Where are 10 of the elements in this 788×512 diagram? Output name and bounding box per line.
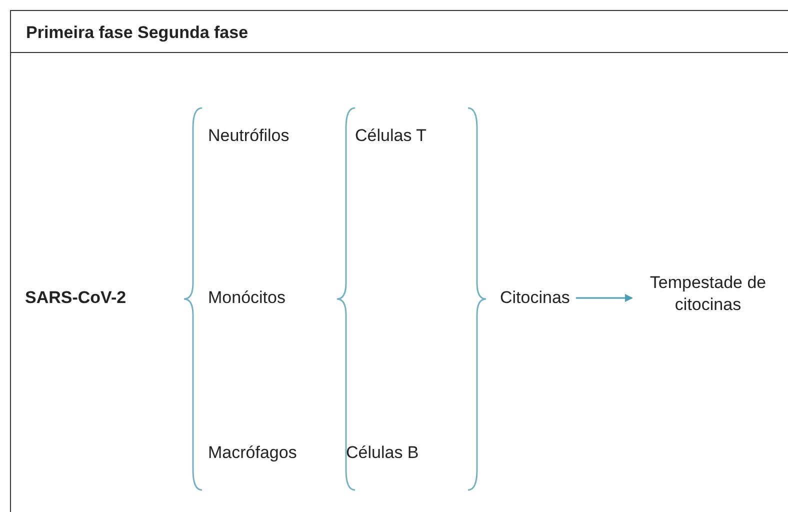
node-label: Tempestade de citocinas: [638, 272, 778, 316]
node-label: Macrófagos: [208, 442, 297, 464]
arrow: [576, 294, 633, 302]
node-label: Monócitos: [208, 287, 286, 309]
node-label: Células B: [346, 442, 419, 464]
node-label: SARS-CoV-2: [25, 287, 126, 309]
node-label: Neutrófilos: [208, 125, 290, 147]
title: Primeira fase Segunda fase: [26, 23, 248, 43]
node-label: Células T: [355, 125, 426, 147]
node-label: Citocinas: [500, 287, 570, 309]
